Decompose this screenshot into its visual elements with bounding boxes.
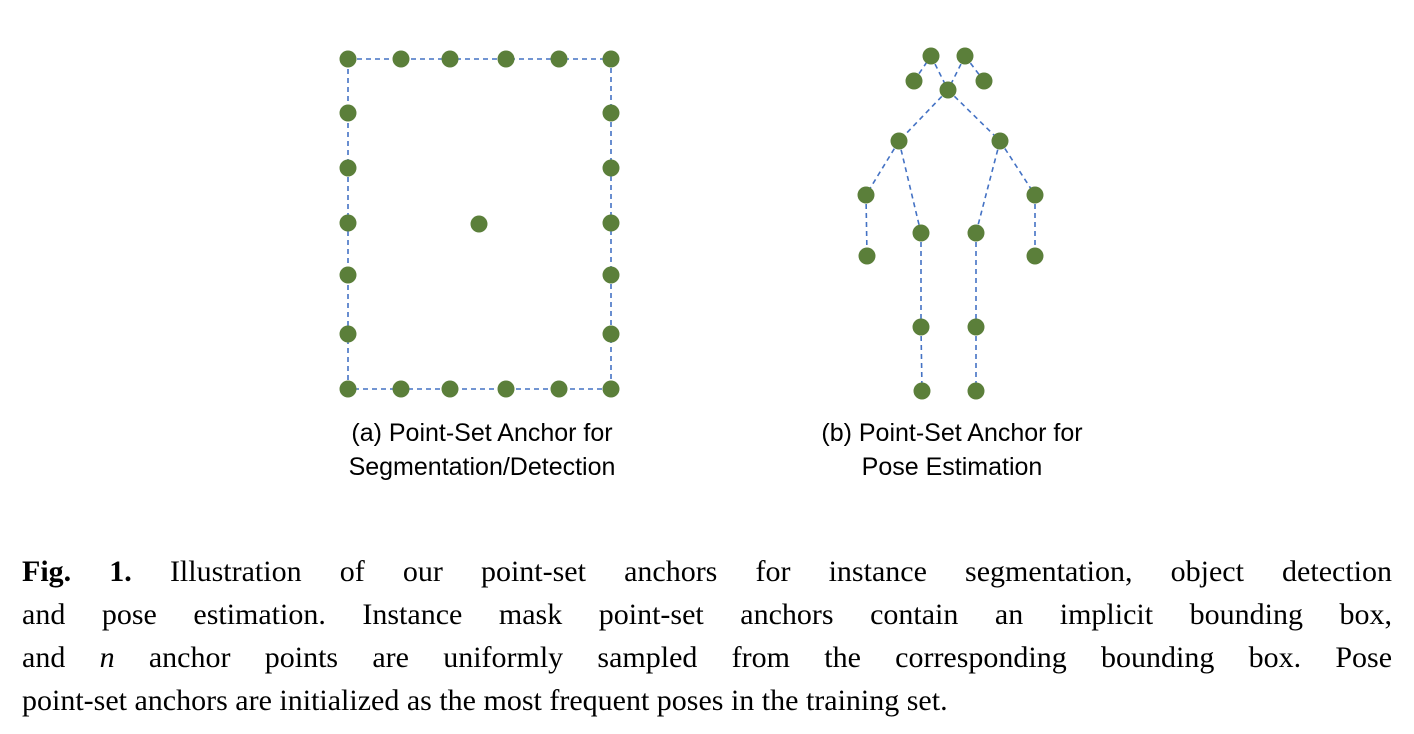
- caption-line-4: point-set anchors are initialized as the…: [22, 684, 948, 717]
- keypoint-left-eye: [922, 47, 940, 65]
- figure-illustration: [339, 47, 1044, 400]
- anchor-point-right-4: [602, 266, 620, 284]
- caption-line-3: and n anchor points are uniformly sample…: [22, 641, 1393, 674]
- keypoint-right-shoulder: [991, 132, 1009, 150]
- anchor-point-left-5: [339, 325, 357, 343]
- anchor-point-right-2: [602, 159, 620, 177]
- variable-n: n: [99, 641, 115, 674]
- figure-label: Fig. 1.: [22, 555, 132, 588]
- anchor-point-top-3: [441, 50, 459, 68]
- skeleton-edge-left-knee-left-ankle: [920, 326, 923, 392]
- keypoint-left-hip: [912, 224, 930, 242]
- anchor-point-left-3: [339, 214, 357, 232]
- skeleton-edges: [865, 55, 1036, 392]
- subcaption-pose: (b) Point-Set Anchor for Pose Estimation: [770, 416, 1134, 484]
- caption-line-2: and pose estimation. Instance mask point…: [22, 598, 1392, 631]
- skeleton-edge-left-shoulder-left-elbow: [865, 140, 900, 196]
- skeleton-edge-left-shoulder-left-hip: [898, 140, 922, 234]
- subcaption-a-line1: (a) Point-Set Anchor for: [351, 419, 613, 447]
- anchor-point-right-3: [602, 214, 620, 232]
- keypoint-right-wrist: [1026, 247, 1044, 265]
- anchor-point-top-5: [550, 50, 568, 68]
- anchor-point-top-2: [392, 50, 410, 68]
- keypoint-left-knee: [912, 318, 930, 336]
- keypoint-left-ankle: [913, 382, 931, 400]
- keypoints: [857, 47, 1044, 400]
- keypoint-left-shoulder: [890, 132, 908, 150]
- anchor-point-right-5: [602, 325, 620, 343]
- anchor-points: [339, 50, 620, 398]
- anchor-point-bottom-2: [392, 380, 410, 398]
- subcaption-b-line2: Pose Estimation: [861, 453, 1043, 481]
- skeleton-edge-right-shoulder-right-hip: [975, 140, 1001, 234]
- anchor-point-top-1: [339, 50, 357, 68]
- skeleton-edge-nose-right-shoulder: [947, 89, 1001, 142]
- pose-anchor-panel: [857, 47, 1044, 400]
- keypoint-nose: [939, 81, 957, 99]
- subcaption-a-line2: Segmentation/Detection: [348, 453, 616, 481]
- keypoint-left-ear: [905, 72, 923, 90]
- keypoint-right-ankle: [967, 382, 985, 400]
- anchor-point-left-1: [339, 104, 357, 122]
- keypoint-right-elbow: [1026, 186, 1044, 204]
- keypoint-right-knee: [967, 318, 985, 336]
- keypoint-right-hip: [967, 224, 985, 242]
- anchor-point-right-1: [602, 104, 620, 122]
- segmentation-anchor-panel: [339, 50, 620, 398]
- anchor-point-bottom-4: [497, 380, 515, 398]
- anchor-point-bottom-3: [441, 380, 459, 398]
- anchor-point-left-4: [339, 266, 357, 284]
- keypoint-right-ear: [975, 72, 993, 90]
- anchor-point-bottom-5: [550, 380, 568, 398]
- keypoint-right-eye: [956, 47, 974, 65]
- anchor-point-bottom-6: [602, 380, 620, 398]
- subcaption-b-line1: (b) Point-Set Anchor for: [821, 419, 1083, 447]
- anchor-point-top-6: [602, 50, 620, 68]
- subcaption-segmentation: (a) Point-Set Anchor for Segmentation/De…: [300, 416, 664, 484]
- anchor-point-center: [470, 215, 488, 233]
- anchor-point-bottom-1: [339, 380, 357, 398]
- caption-line-1: Fig. 1. Illustration of our point-set an…: [22, 555, 1392, 588]
- skeleton-edge-nose-left-shoulder: [898, 89, 949, 142]
- keypoint-left-elbow: [857, 186, 875, 204]
- anchor-point-top-4: [497, 50, 515, 68]
- keypoint-left-wrist: [858, 247, 876, 265]
- anchor-point-left-2: [339, 159, 357, 177]
- skeleton-edge-right-shoulder-right-elbow: [999, 140, 1036, 196]
- figure-caption: Fig. 1. Illustration of our point-set an…: [22, 550, 1392, 722]
- skeleton-edge-left-elbow-left-wrist: [865, 194, 868, 257]
